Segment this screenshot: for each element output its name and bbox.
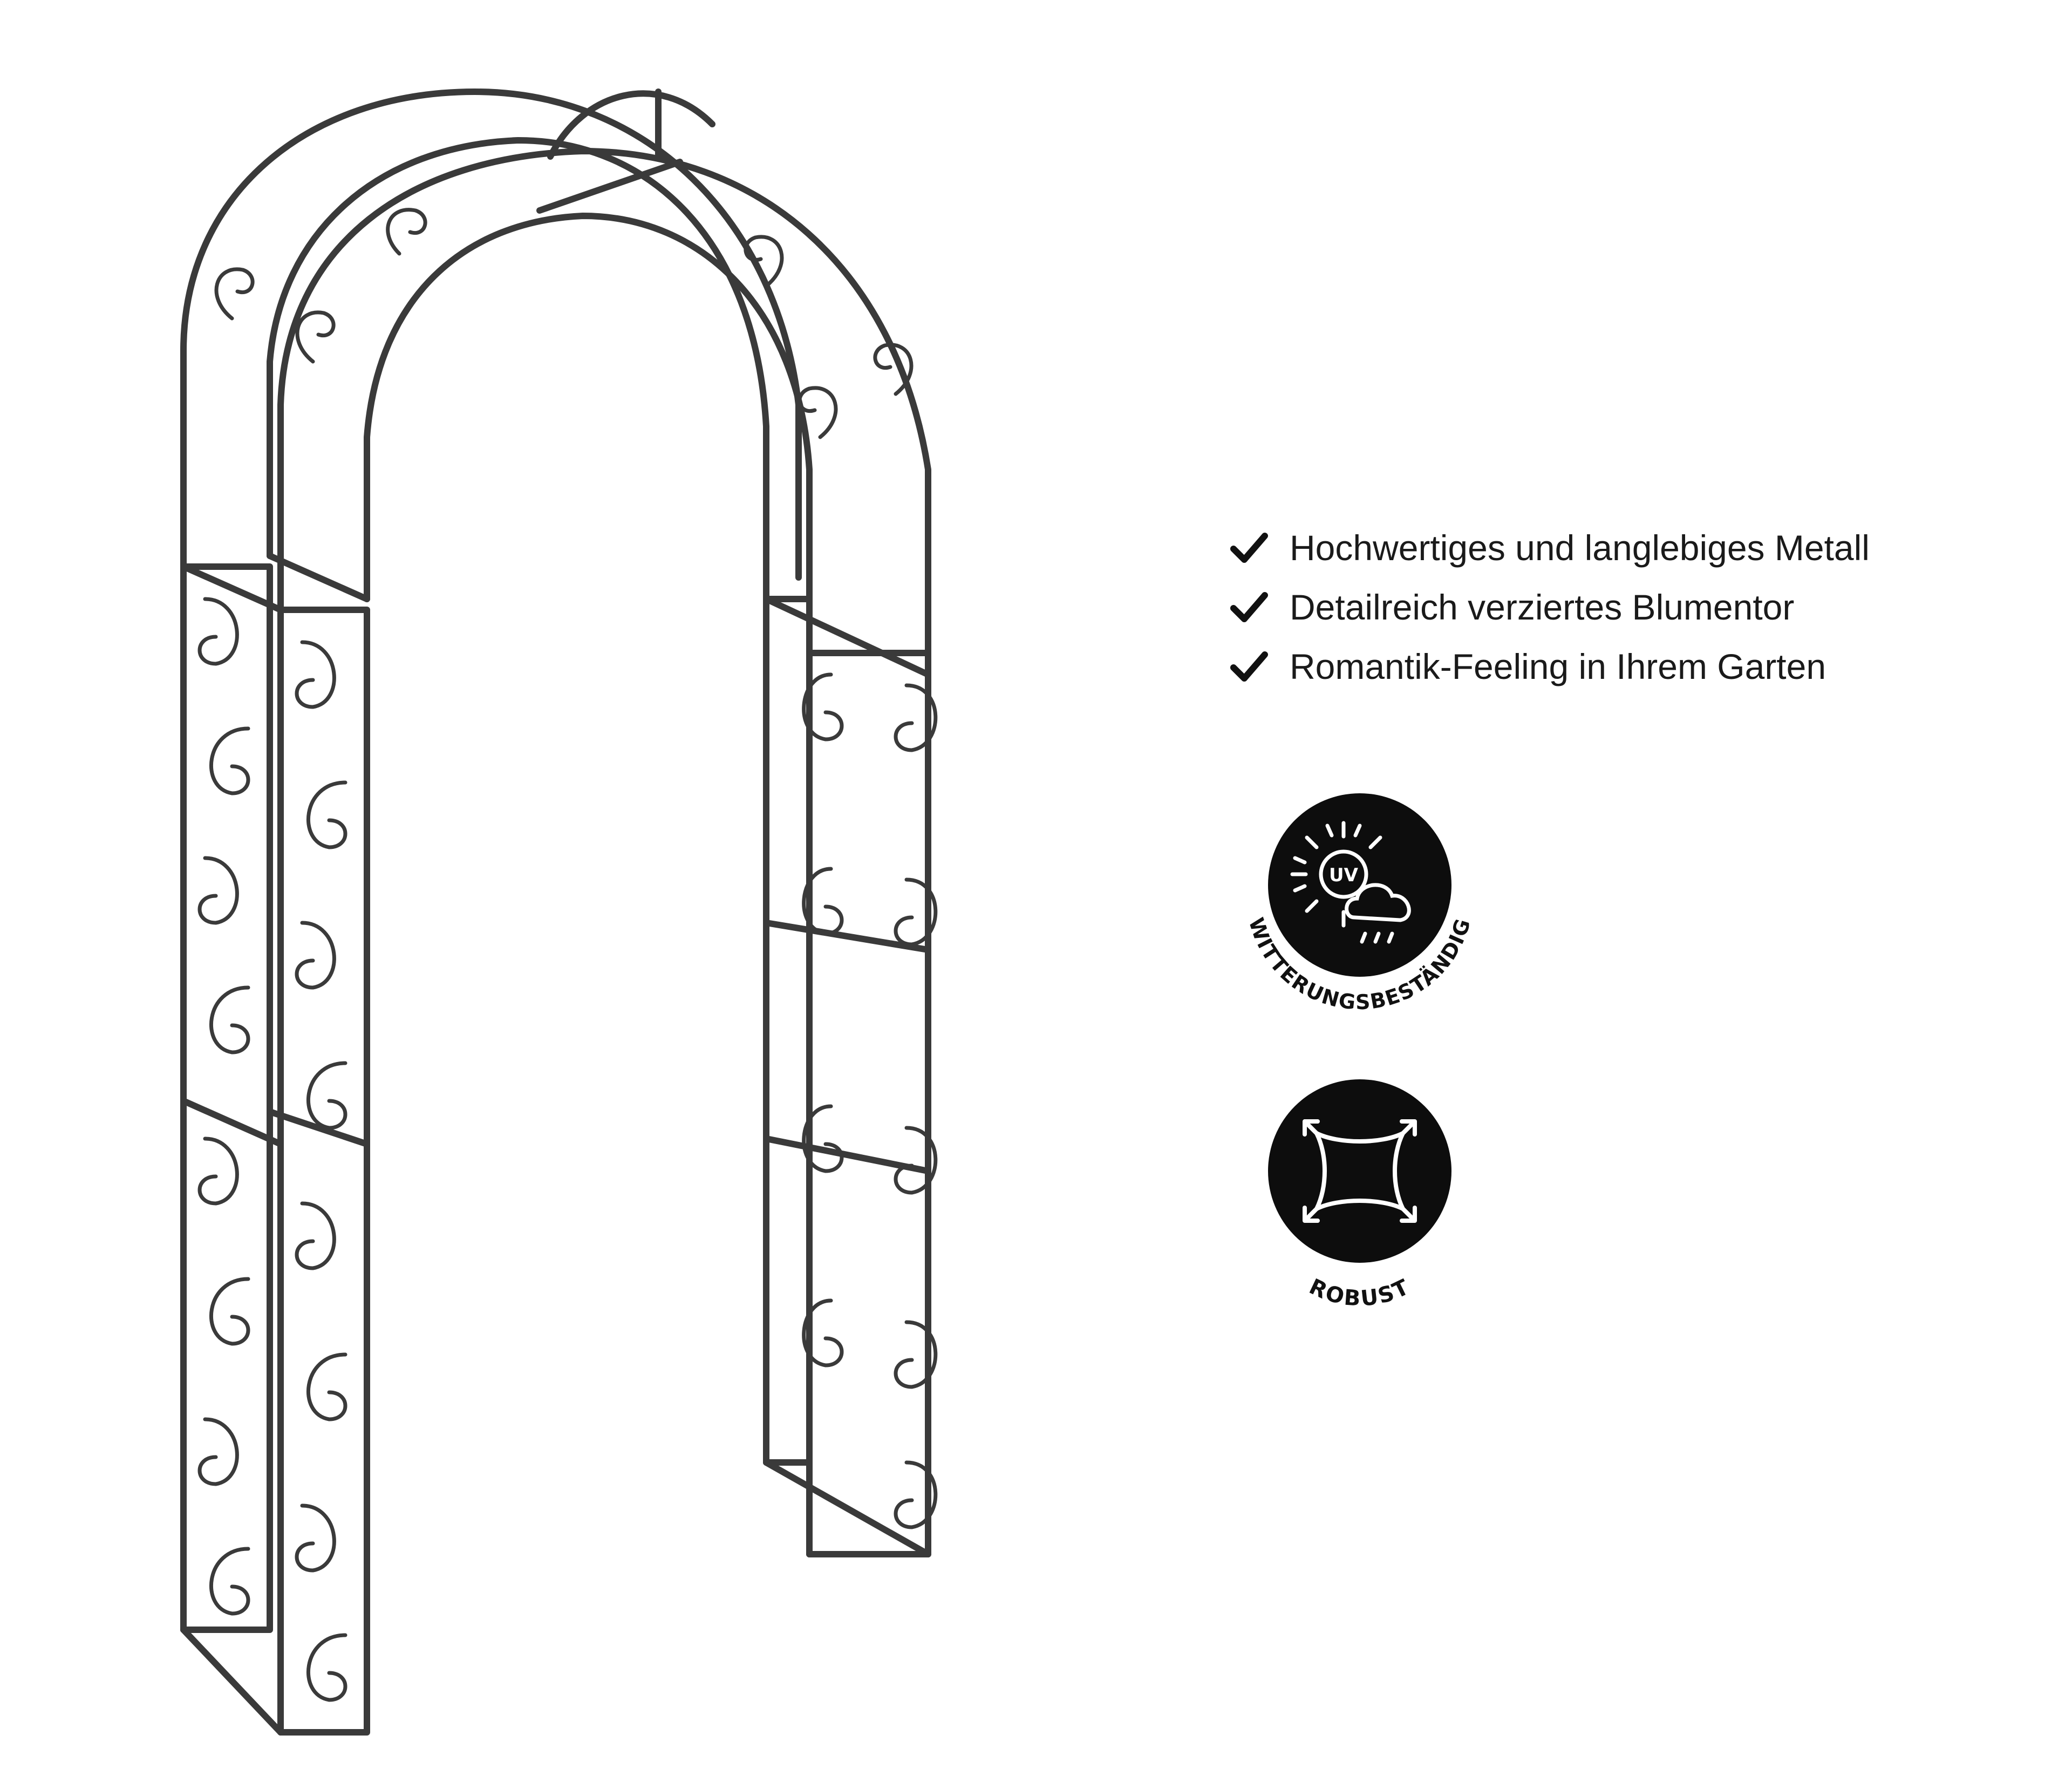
uv-text: UV — [1329, 865, 1359, 886]
feature-label: Detailreich verziertes Blumentor — [1290, 587, 1795, 627]
badge-label: ROBUST — [1305, 1274, 1413, 1311]
weather-resistant-badge: UV WITTERUNGSBESTÄNDIG — [1209, 766, 1511, 1047]
badge-circle — [1268, 1079, 1451, 1263]
list-item: Detailreich verziertes Blumentor — [1230, 577, 2029, 637]
expand-arrows-icon — [1303, 1119, 1417, 1223]
feature-list: Hochwertiges und langlebiges Metall Deta… — [1230, 518, 2029, 696]
list-item: Hochwertiges und langlebiges Metall — [1230, 518, 2029, 577]
checkmark-icon — [1230, 592, 1268, 622]
garden-arch-image — [180, 89, 938, 1736]
uv-sun-cloud-icon — [1290, 821, 1411, 944]
checkmark-icon — [1230, 651, 1268, 682]
badge-circle — [1268, 793, 1451, 977]
feature-label: Hochwertiges und langlebiges Metall — [1290, 528, 1870, 568]
robust-badge: ROBUST — [1209, 1063, 1511, 1344]
feature-label: Romantik-Feeling in Ihrem Garten — [1290, 647, 1826, 686]
checkmark-icon — [1230, 533, 1268, 563]
svg-text:ROBUST: ROBUST — [1305, 1274, 1414, 1311]
list-item: Romantik-Feeling in Ihrem Garten — [1230, 637, 2029, 696]
